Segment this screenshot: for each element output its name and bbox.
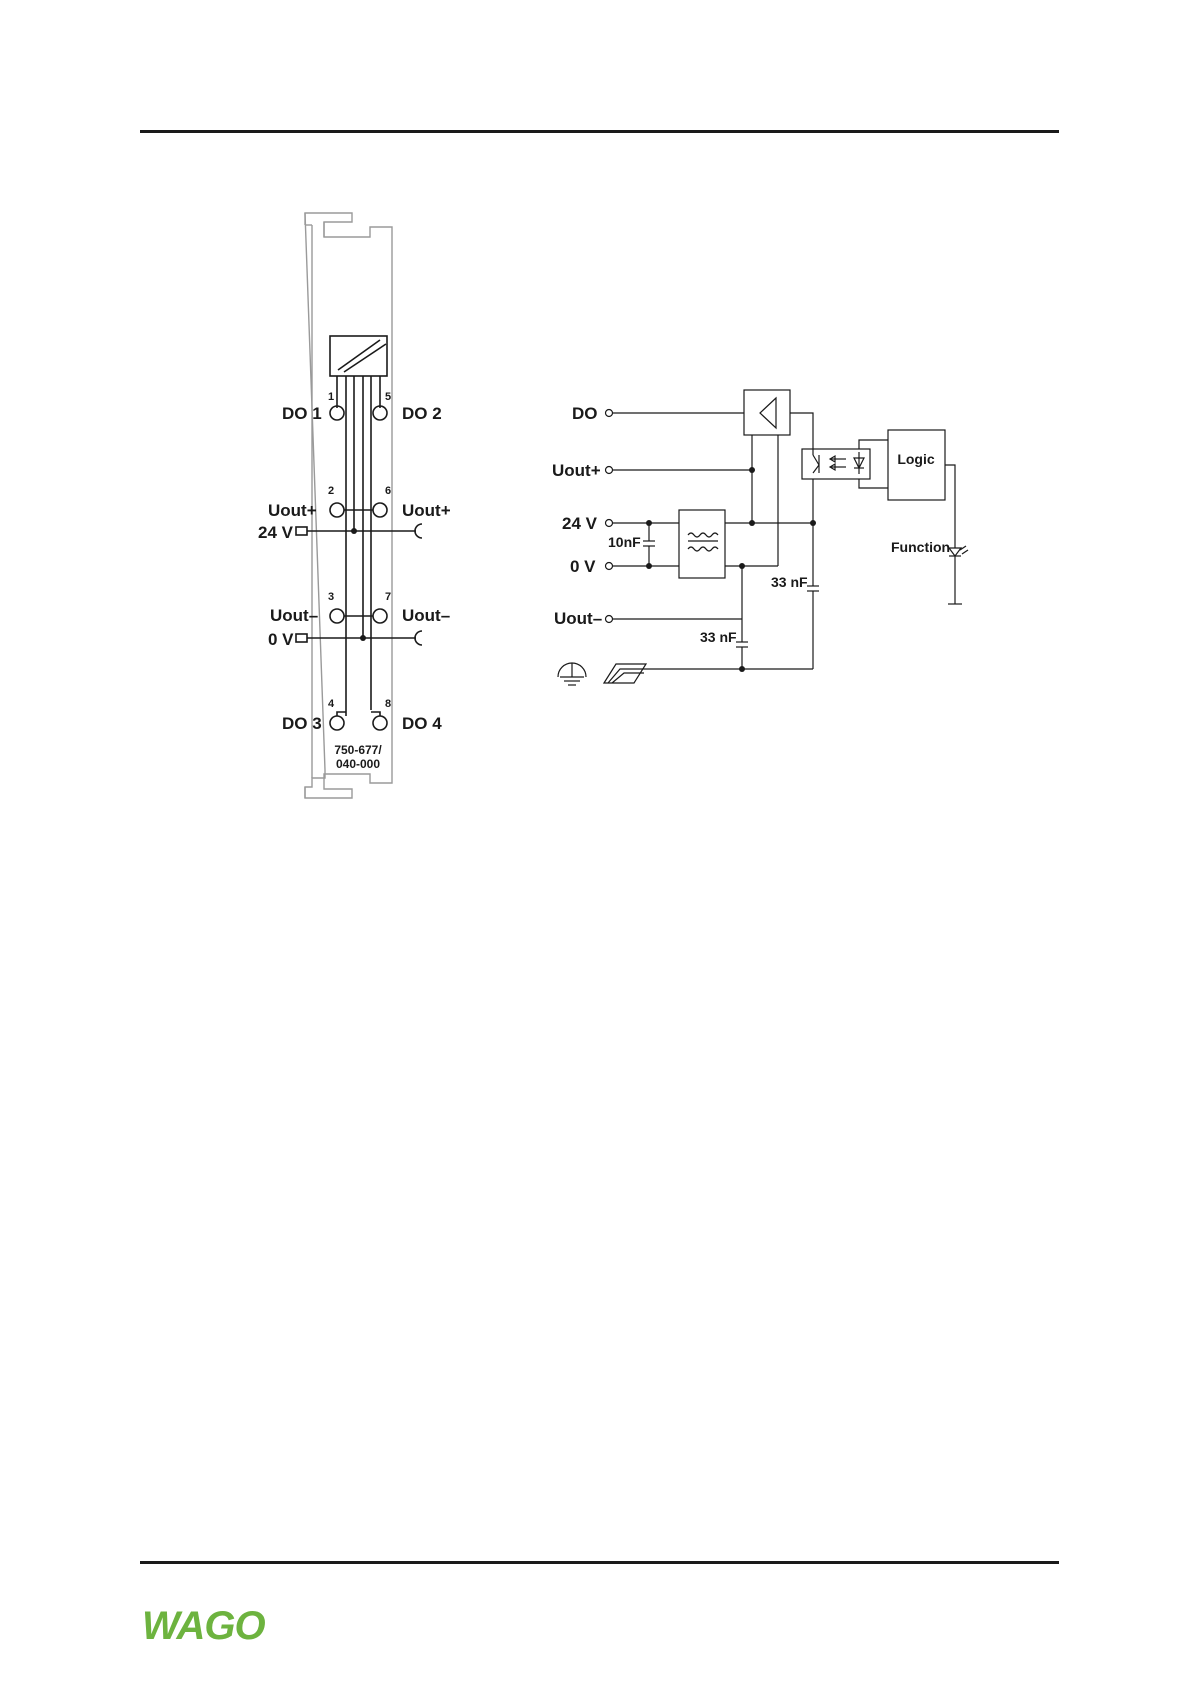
capacitor-33nf-b [807, 523, 819, 669]
terminal-number: 3 [328, 591, 334, 603]
terminal-4[interactable] [330, 716, 344, 730]
capacitor-33nf-a [736, 566, 748, 669]
supply-24v-bus [296, 524, 422, 538]
optocoupler [802, 449, 870, 479]
supply-label-0v: 0 V [268, 630, 294, 649]
input-label-24v: 24 V [562, 514, 598, 533]
input-label-do: DO [572, 404, 598, 423]
terminal-2[interactable] [330, 503, 344, 517]
part-number: 750-677/ [334, 743, 382, 757]
din-rail-icon [604, 664, 646, 683]
terminal-label-do2: DO 2 [402, 404, 442, 423]
terminal-number: 7 [385, 591, 391, 603]
terminal-number: 6 [385, 485, 391, 497]
terminal-label-uout-minus-right: Uout– [402, 606, 450, 625]
earth-ground-icon [558, 663, 586, 685]
capacitor-10nf [643, 523, 655, 566]
terminal-number: 4 [328, 698, 335, 710]
terminal-5[interactable] [373, 406, 387, 420]
input-label-0v: 0 V [570, 557, 596, 576]
module-housing [305, 213, 392, 798]
terminal-7[interactable] [373, 609, 387, 623]
terminal-label-do3: DO 3 [282, 714, 322, 733]
terminal-number: 1 [328, 391, 334, 403]
supply-0v-bus [296, 631, 422, 645]
input-label-uout-minus: Uout– [554, 609, 602, 628]
dc-dc-converter [679, 510, 725, 578]
module-conductors [337, 376, 380, 710]
function-led-icon [949, 546, 968, 556]
terminal-label-do1: DO 1 [282, 404, 322, 423]
terminal-label-do4: DO 4 [402, 714, 442, 733]
terminal-6[interactable] [373, 503, 387, 517]
input-label-uout-plus: Uout+ [552, 461, 601, 480]
terminal-number: 2 [328, 485, 334, 497]
terminal-label-uout-plus-right: Uout+ [402, 501, 451, 520]
terminal-1[interactable] [330, 406, 344, 420]
terminal-8[interactable] [373, 716, 387, 730]
part-number: 040-000 [336, 757, 380, 771]
function-label: Function [891, 539, 950, 555]
terminal-label-uout-minus-left: Uout– [270, 606, 318, 625]
capacitor-label: 33 nF [771, 574, 808, 590]
capacitor-label: 10nF [608, 534, 641, 550]
supply-label-24v: 24 V [258, 523, 294, 542]
wago-logo: WAGO [142, 1606, 265, 1646]
logic-label: Logic [897, 451, 935, 467]
capacitor-label: 33 nF [700, 629, 737, 645]
terminal-label-uout-plus-left: Uout+ [268, 501, 317, 520]
terminal-number: 5 [385, 391, 391, 403]
terminal-number: 8 [385, 698, 391, 710]
driver-block [744, 390, 790, 435]
terminal-3[interactable] [330, 609, 344, 623]
